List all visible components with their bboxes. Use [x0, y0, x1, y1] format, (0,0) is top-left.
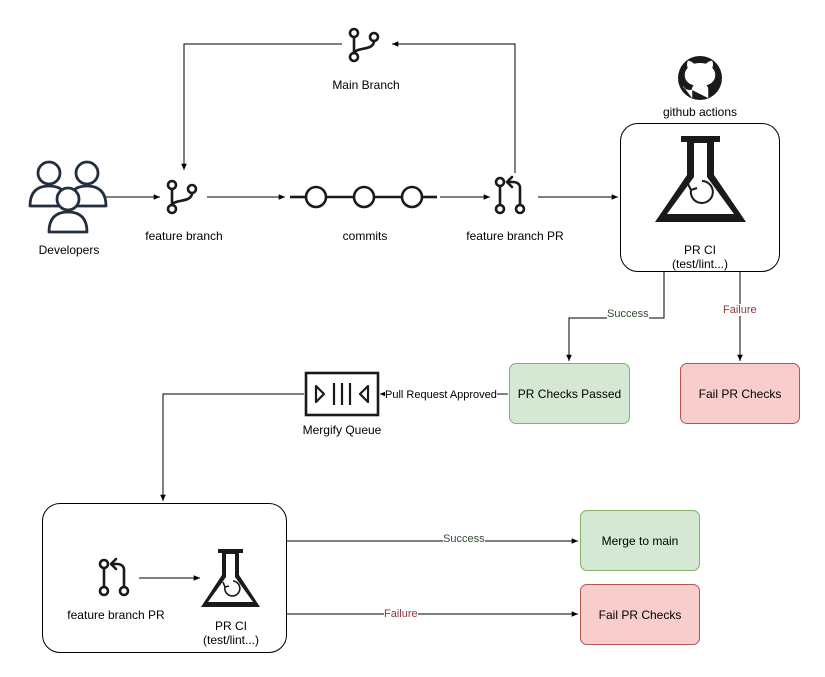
edge-label-success-bottom: Success — [443, 533, 485, 545]
merge-queue-container — [42, 503, 287, 653]
git-branch-icon — [166, 179, 198, 215]
edges — [104, 41, 743, 617]
feature-branch-pr-bottom-label: feature branch PR — [67, 608, 165, 622]
github-actions-label: github actions — [662, 105, 738, 119]
pr-ci-sublabel: (test/lint...) — [671, 257, 728, 271]
merge-to-main-node: Merge to main — [580, 510, 700, 571]
pr-checks-passed-node: PR Checks Passed — [509, 363, 630, 424]
git-pull-request-icon — [494, 175, 526, 215]
git-branch-icon — [348, 27, 380, 63]
fail-pr-checks-node-top: Fail PR Checks — [680, 363, 800, 424]
mergify-queue-label: Mergify Queue — [302, 423, 382, 437]
edge-label-failure-top: Failure — [723, 304, 757, 316]
edge-label-failure-bottom: Failure — [384, 608, 418, 620]
feature-branch-label: feature branch — [145, 229, 223, 243]
edge-main-to-feature — [181, 43, 342, 170]
pr-ci-label: PR CI — [683, 243, 716, 257]
commits-label: commits — [342, 229, 388, 243]
edge-label-success-top: Success — [607, 308, 649, 320]
github-icon — [678, 56, 722, 100]
git-pull-request-icon — [98, 557, 130, 597]
pr-ci-bottom-label: PR CI — [214, 619, 247, 633]
flask-icon — [655, 136, 746, 222]
fail-pr-checks-node-bottom: Fail PR Checks — [580, 584, 700, 645]
feature-branch-pr-label: feature branch PR — [466, 229, 564, 243]
developers-label: Developers — [38, 243, 100, 257]
edge-label-pull-request-approved: Pull Request Approved — [385, 389, 497, 401]
flask-icon — [201, 549, 260, 607]
pr-ci-container-top — [620, 123, 780, 272]
main-branch-label: Main Branch — [332, 78, 400, 92]
edge-queue-to-container — [160, 393, 304, 501]
users-icon — [28, 160, 108, 234]
queue-icon — [304, 371, 380, 417]
edge-pr-to-main — [392, 41, 516, 173]
commits-icon — [290, 185, 437, 209]
pr-ci-bottom-sublabel: (test/lint...) — [202, 633, 259, 647]
